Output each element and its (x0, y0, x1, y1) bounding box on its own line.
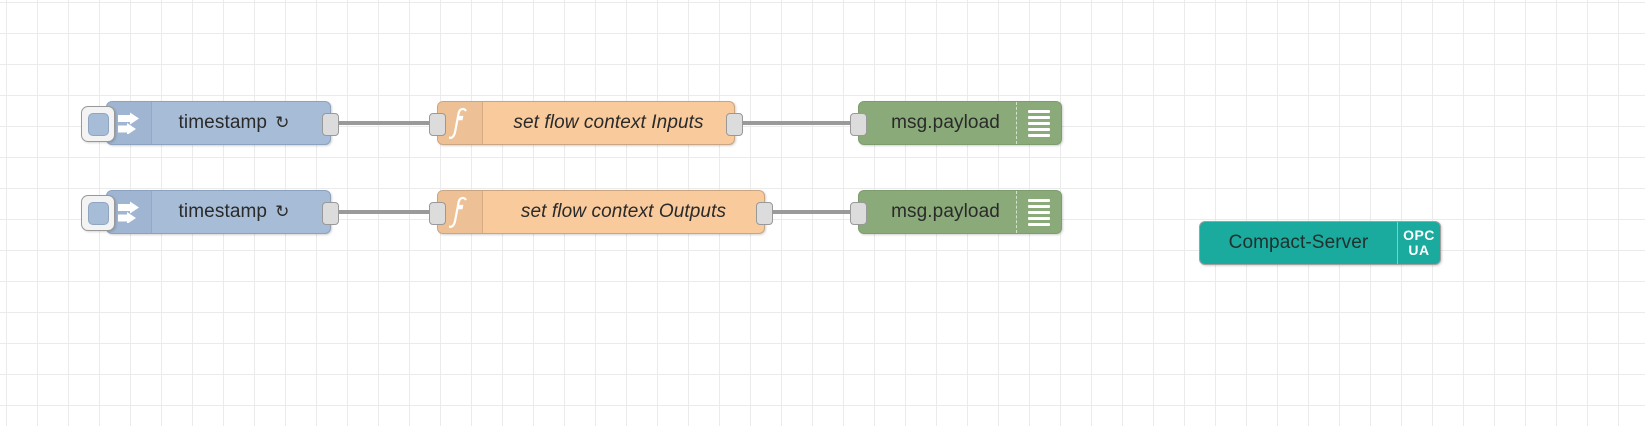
debug-list-icon (1016, 191, 1061, 233)
debug-hamburger-glyph (1028, 198, 1050, 226)
function-input-port[interactable] (429, 202, 446, 225)
debug-input-port[interactable] (850, 113, 867, 136)
inject-trigger-button[interactable] (81, 106, 115, 142)
debug-input-port[interactable] (850, 202, 867, 225)
opc-ua-logo-line2: UA (1408, 242, 1430, 258)
node-opcua-compact-server[interactable]: Compact-Server OPC UA (1199, 221, 1441, 265)
node-inject-timestamp-1[interactable]: timestamp ↻ (81, 101, 339, 145)
function-output-port[interactable] (756, 202, 773, 225)
inject-label-text: timestamp (178, 201, 268, 222)
wire-function1-to-debug1[interactable] (730, 121, 862, 125)
node-function-set-flow-context-outputs[interactable]: set flow context Outputs (429, 190, 773, 234)
debug-hamburger-glyph (1028, 109, 1050, 137)
inject-node-label: timestamp ↻ (152, 191, 330, 233)
node-debug-msg-payload-1[interactable]: msg.payload (850, 101, 1081, 145)
wire-inject2-to-function2[interactable] (328, 210, 440, 214)
function-node-label: set flow context Outputs (520, 201, 727, 222)
opcua-node-label: Compact-Server (1228, 232, 1369, 253)
opc-ua-logo-icon: OPC UA (1397, 222, 1440, 264)
inject-output-port[interactable] (322, 202, 339, 225)
debug-node-label: msg.payload (891, 201, 1000, 222)
function-output-port[interactable] (726, 113, 743, 136)
opc-ua-logo-line1: OPC (1403, 227, 1435, 243)
wire-function2-to-debug2[interactable] (760, 210, 862, 214)
inject-trigger-button-inner (87, 201, 109, 225)
function-input-port[interactable] (429, 113, 446, 136)
node-function-set-flow-context-inputs[interactable]: set flow context Inputs (429, 101, 743, 145)
inject-label-text: timestamp (178, 112, 268, 133)
inject-output-port[interactable] (322, 113, 339, 136)
inject-repeat-icon: ↻ (275, 113, 290, 132)
inject-trigger-button-inner (87, 112, 109, 136)
debug-node-label: msg.payload (891, 112, 1000, 133)
debug-list-icon (1016, 102, 1061, 144)
inject-trigger-button[interactable] (81, 195, 115, 231)
node-inject-timestamp-2[interactable]: timestamp ↻ (81, 190, 339, 234)
function-node-label: set flow context Inputs (513, 112, 704, 133)
wire-inject1-to-function1[interactable] (328, 121, 440, 125)
inject-node-label: timestamp ↻ (152, 102, 330, 144)
node-debug-msg-payload-2[interactable]: msg.payload (850, 190, 1081, 234)
inject-repeat-icon: ↻ (275, 202, 290, 221)
